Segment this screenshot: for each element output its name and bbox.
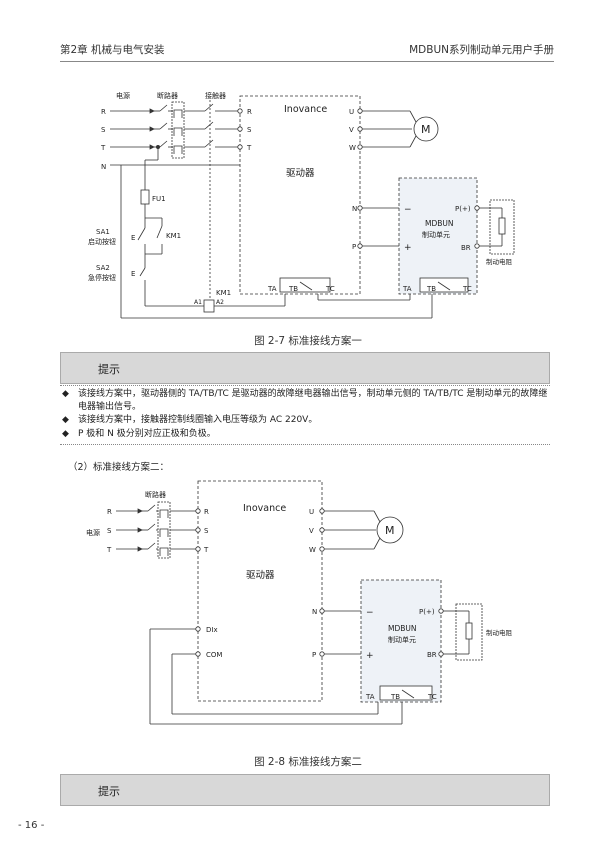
coil-label: KM1 [216,289,231,297]
phase-r-label: R [101,108,106,116]
tip-bullet: ◆P 极和 N 极分别对应正极和负极。 [62,428,216,439]
tip-body-1: ◆该接线方案中，驱动器侧的 TA/TB/TC 是驱动器的故障继电器输出信号，制动… [60,385,550,445]
fuse-label: FU1 [152,195,166,203]
svg-text:MDBUN: MDBUN [388,624,417,633]
svg-text:M: M [385,524,395,537]
page-number: - 16 - [18,820,45,831]
svg-text:TC: TC [462,285,472,293]
drive-name: 驱动器 [286,168,315,179]
resistor-label: 制动电阻 [486,257,513,266]
svg-text:制动单元: 制动单元 [388,635,416,644]
svg-text:U: U [309,508,314,516]
sa2-desc: 急停按钮 [88,273,116,282]
breaker-label: 断路器 [157,91,178,100]
svg-text:TB: TB [390,693,400,701]
svg-text:S: S [247,126,252,134]
svg-text:T: T [246,144,252,152]
svg-text:+: + [366,651,374,661]
breaker-label-2: 断路器 [145,490,166,499]
svg-text:W: W [349,144,356,152]
svg-text:+: + [404,243,412,253]
power-label: 电源 [116,91,130,100]
phase-s-label: S [101,126,106,134]
sa1-desc: 启动按钮 [88,237,116,246]
svg-text:N: N [312,608,317,616]
svg-text:驱动器: 驱动器 [246,570,275,581]
tip-bar-1: 提示 [60,352,550,384]
svg-text:TC: TC [325,285,335,293]
motor-fig2 [376,516,404,544]
sa1-label: SA1 [96,228,110,236]
svg-text:Inovance: Inovance [243,503,286,514]
unit-model: MDBUN [425,219,454,228]
motor-fig1 [413,116,439,142]
svg-text:−: − [404,205,412,215]
svg-text:V: V [309,527,314,535]
svg-text:T: T [106,546,112,554]
tip-title-1: 提示 [98,363,120,376]
svg-text:TA: TA [365,693,375,701]
svg-text:R: R [107,508,112,516]
header-rule [60,61,554,62]
svg-text:R: R [204,508,209,516]
drive-brand: Inovance [284,104,327,115]
drive-box-fig2 [197,480,323,702]
neutral-label: N [101,163,106,171]
svg-text:S: S [204,527,209,535]
manual-header: MDBUN系列制动单元用户手册 [409,44,554,56]
svg-text:−: − [366,608,374,618]
breaker-fig1 [154,101,185,159]
brake-unit-fig2 [360,579,442,703]
com-label: COM [206,651,222,659]
coil-a2: A2 [216,299,224,306]
tip-bar-2: 提示 [60,774,550,806]
unit-name: 制动单元 [422,230,450,239]
svg-text:TA: TA [402,285,412,293]
contactor-label: 接触器 [205,91,226,100]
tip-bullet: ◆该接线方案中，驱动器侧的 TA/TB/TC 是驱动器的故障继电器输出信号，制动… [62,389,548,413]
power-label-2: 电源 [86,528,100,537]
breaker-fig2 [142,501,171,559]
brake-unit-fig1 [398,177,478,295]
dix-label: DIx [206,626,218,634]
svg-text:P(+): P(+) [419,608,435,616]
svg-text:U: U [349,108,354,116]
svg-text:制动电阻: 制动电阻 [486,628,513,637]
figure-caption-2: 图 2-8 标准接线方案二 [254,756,362,768]
sa2-e-label: E [131,270,135,278]
contactor-fig1 [204,100,238,300]
svg-text:M: M [421,123,431,136]
phase-t-label: T [100,144,106,152]
svg-text:TB: TB [288,285,298,293]
svg-text:TC: TC [427,693,437,701]
svg-text:N: N [352,205,357,213]
svg-text:T: T [203,546,209,554]
svg-text:TA: TA [267,285,277,293]
svg-text:BR: BR [427,651,437,659]
sa2-label: SA2 [96,264,110,272]
svg-text:R: R [247,108,252,116]
svg-text:P: P [312,651,316,659]
svg-text:P: P [352,243,356,251]
chapter-header: 第2章 机械与电气安装 [60,44,165,56]
figure-2-7: 电源 断路器 接触器 R S T N [88,91,515,319]
coil-a1: A1 [194,299,202,306]
figure-caption-1: 图 2-7 标准接线方案一 [254,335,362,347]
section-heading-2: （2）标准接线方案二： [68,462,170,473]
svg-text:W: W [309,546,316,554]
svg-text:S: S [107,527,112,535]
svg-text:BR: BR [461,244,471,252]
figure-2-8: 断路器 R S T 电源 Inovance 驱动器 R S T U V W N … [86,480,513,725]
svg-text:P(+): P(+) [455,205,471,213]
sa1-e-label: E [131,234,135,242]
tip-title-2: 提示 [98,785,120,798]
tip-bullet: ◆该接线方案中，接触器控制线圈输入电压等级为 AC 220V。 [62,415,318,426]
fuse-fu1 [140,189,150,205]
km1-coil [203,299,215,313]
svg-text:TB: TB [426,285,436,293]
km1-contact-label: KM1 [166,232,181,240]
svg-text:V: V [349,126,354,134]
drive-box-fig1 [239,95,361,295]
